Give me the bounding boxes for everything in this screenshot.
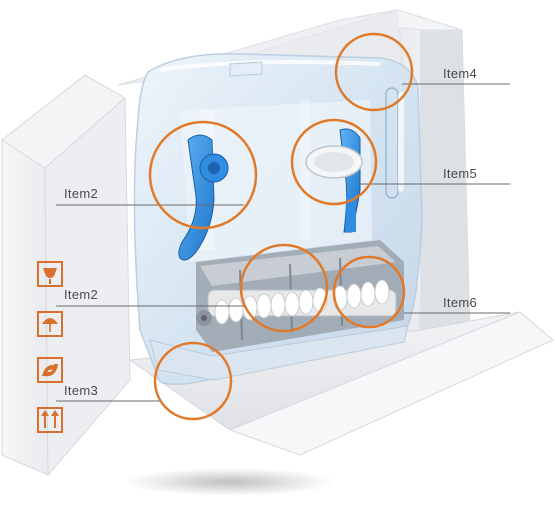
highlight-circle-item2-top — [148, 120, 258, 230]
highlight-circle-item2-bottom — [239, 243, 329, 333]
white-roller — [207, 279, 397, 325]
keep-dry-umbrella-icon — [37, 311, 63, 337]
highlight-circle-item5 — [290, 118, 378, 206]
towel-dispenser — [133, 53, 423, 385]
highlight-circle-item6 — [332, 255, 406, 329]
packaging-icons — [37, 261, 63, 433]
ground-shadow — [125, 468, 335, 496]
callout-label-item3: Item3 — [64, 383, 99, 398]
recycle-hands-icon — [37, 357, 63, 383]
this-way-up-arrows-icon — [37, 407, 63, 433]
callout-label-item6: Item6 — [443, 295, 478, 310]
callout-label-item2-top: Item2 — [64, 186, 99, 201]
callout-label-item5: Item5 — [443, 166, 478, 181]
highlight-circles — [148, 32, 414, 421]
callout-label-item4: Item4 — [443, 66, 478, 81]
highlight-circle-item3 — [153, 341, 233, 421]
fragile-glass-icon — [37, 261, 63, 287]
callout-lines — [56, 83, 510, 402]
highlight-circle-item4 — [334, 32, 414, 112]
callout-label-item2-bottom: Item2 — [64, 287, 99, 302]
